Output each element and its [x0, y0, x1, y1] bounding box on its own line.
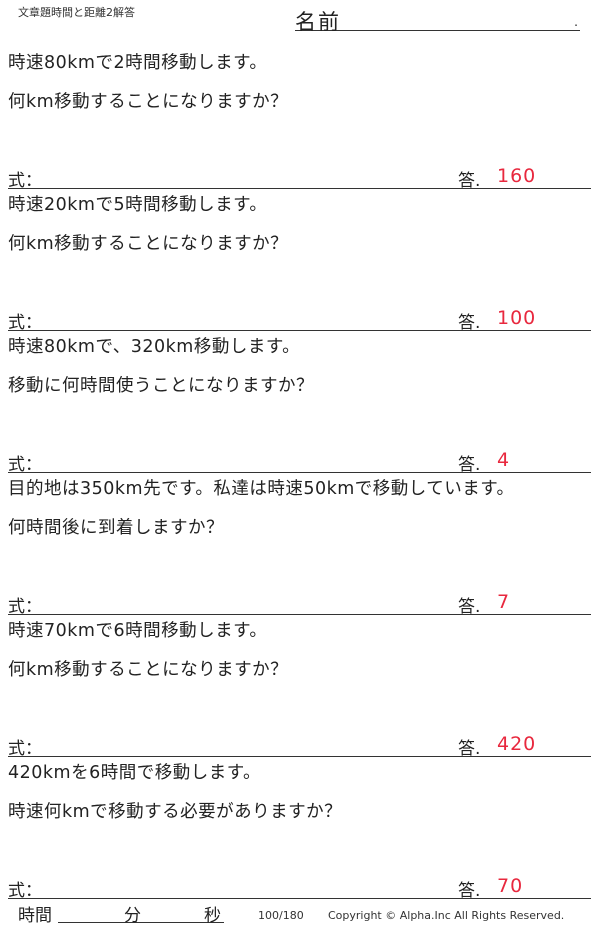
answer-value: 160: [497, 165, 537, 187]
question-line-1: 時速70kmで6時間移動します。: [8, 621, 268, 641]
problem-4: 目的地は350km先です。私達は時速50kmで移動しています。 何時間後に到着し…: [8, 472, 591, 617]
answer-value: 70: [497, 875, 524, 897]
name-dot: .: [574, 15, 578, 29]
problem-1: 時速80kmで2時間移動します。 何km移動することになりますか？ 式： 答. …: [8, 46, 591, 191]
question-line-2: 何km移動することになりますか？: [8, 234, 289, 254]
answer-label: 答.: [458, 881, 481, 901]
question-line-1: 時速80kmで2時間移動します。: [8, 53, 268, 73]
answer-label: 答.: [458, 171, 481, 191]
problem-2: 時速20kmで5時間移動します。 何km移動することになりますか？ 式： 答. …: [8, 188, 591, 333]
formula-label: 式：: [8, 739, 42, 759]
question-line-2: 時速何kmで移動する必要がありますか？: [8, 802, 343, 822]
problem-6: 420kmを6時間で移動します。 時速何kmで移動する必要がありますか？ 式： …: [8, 756, 591, 901]
formula-label: 式：: [8, 881, 42, 901]
formula-label: 式：: [8, 597, 42, 617]
question-line-2: 移動に何時間使うことになりますか？: [8, 376, 314, 396]
time-label: 時間: [18, 906, 52, 926]
page-count: 100/180: [258, 909, 304, 922]
answer-value: 100: [497, 307, 537, 329]
time-entry-line[interactable]: [58, 922, 224, 923]
copyright-notice: Copyright © Alpha.Inc All Rights Reserve…: [328, 909, 565, 922]
question-line-2: 何km移動することになりますか？: [8, 92, 289, 112]
formula-label: 式：: [8, 455, 42, 475]
answer-value: 7: [497, 591, 511, 613]
question-line-2: 何時間後に到着しますか？: [8, 518, 224, 538]
seconds-label: 秒: [204, 906, 221, 926]
answer-label: 答.: [458, 739, 481, 759]
formula-label: 式：: [8, 313, 42, 333]
answer-label: 答.: [458, 313, 481, 333]
answer-value: 4: [497, 449, 511, 471]
question-line-1: 時速80kmで、320km移動します。: [8, 337, 301, 357]
question-line-2: 何km移動することになりますか？: [8, 660, 289, 680]
question-line-1: 時速20kmで5時間移動します。: [8, 195, 268, 215]
name-field[interactable]: 名前 .: [295, 6, 580, 34]
answer-label: 答.: [458, 597, 481, 617]
minutes-label: 分: [124, 906, 141, 926]
formula-label: 式：: [8, 171, 42, 191]
answer-value: 420: [497, 733, 537, 755]
answer-label: 答.: [458, 455, 481, 475]
question-line-1: 420kmを6時間で移動します。: [8, 763, 261, 783]
footer: 時間 分 秒 100/180 Copyright © Alpha.Inc All…: [0, 896, 600, 928]
name-label: 名前: [295, 10, 341, 34]
question-line-1: 目的地は350km先です。私達は時速50kmで移動しています。: [8, 479, 515, 499]
problem-5: 時速70kmで6時間移動します。 何km移動することになりますか？ 式： 答. …: [8, 614, 591, 759]
document-title: 文章題時間と距離2解答: [18, 6, 135, 19]
problem-3: 時速80kmで、320km移動します。 移動に何時間使うことになりますか？ 式：…: [8, 330, 591, 475]
